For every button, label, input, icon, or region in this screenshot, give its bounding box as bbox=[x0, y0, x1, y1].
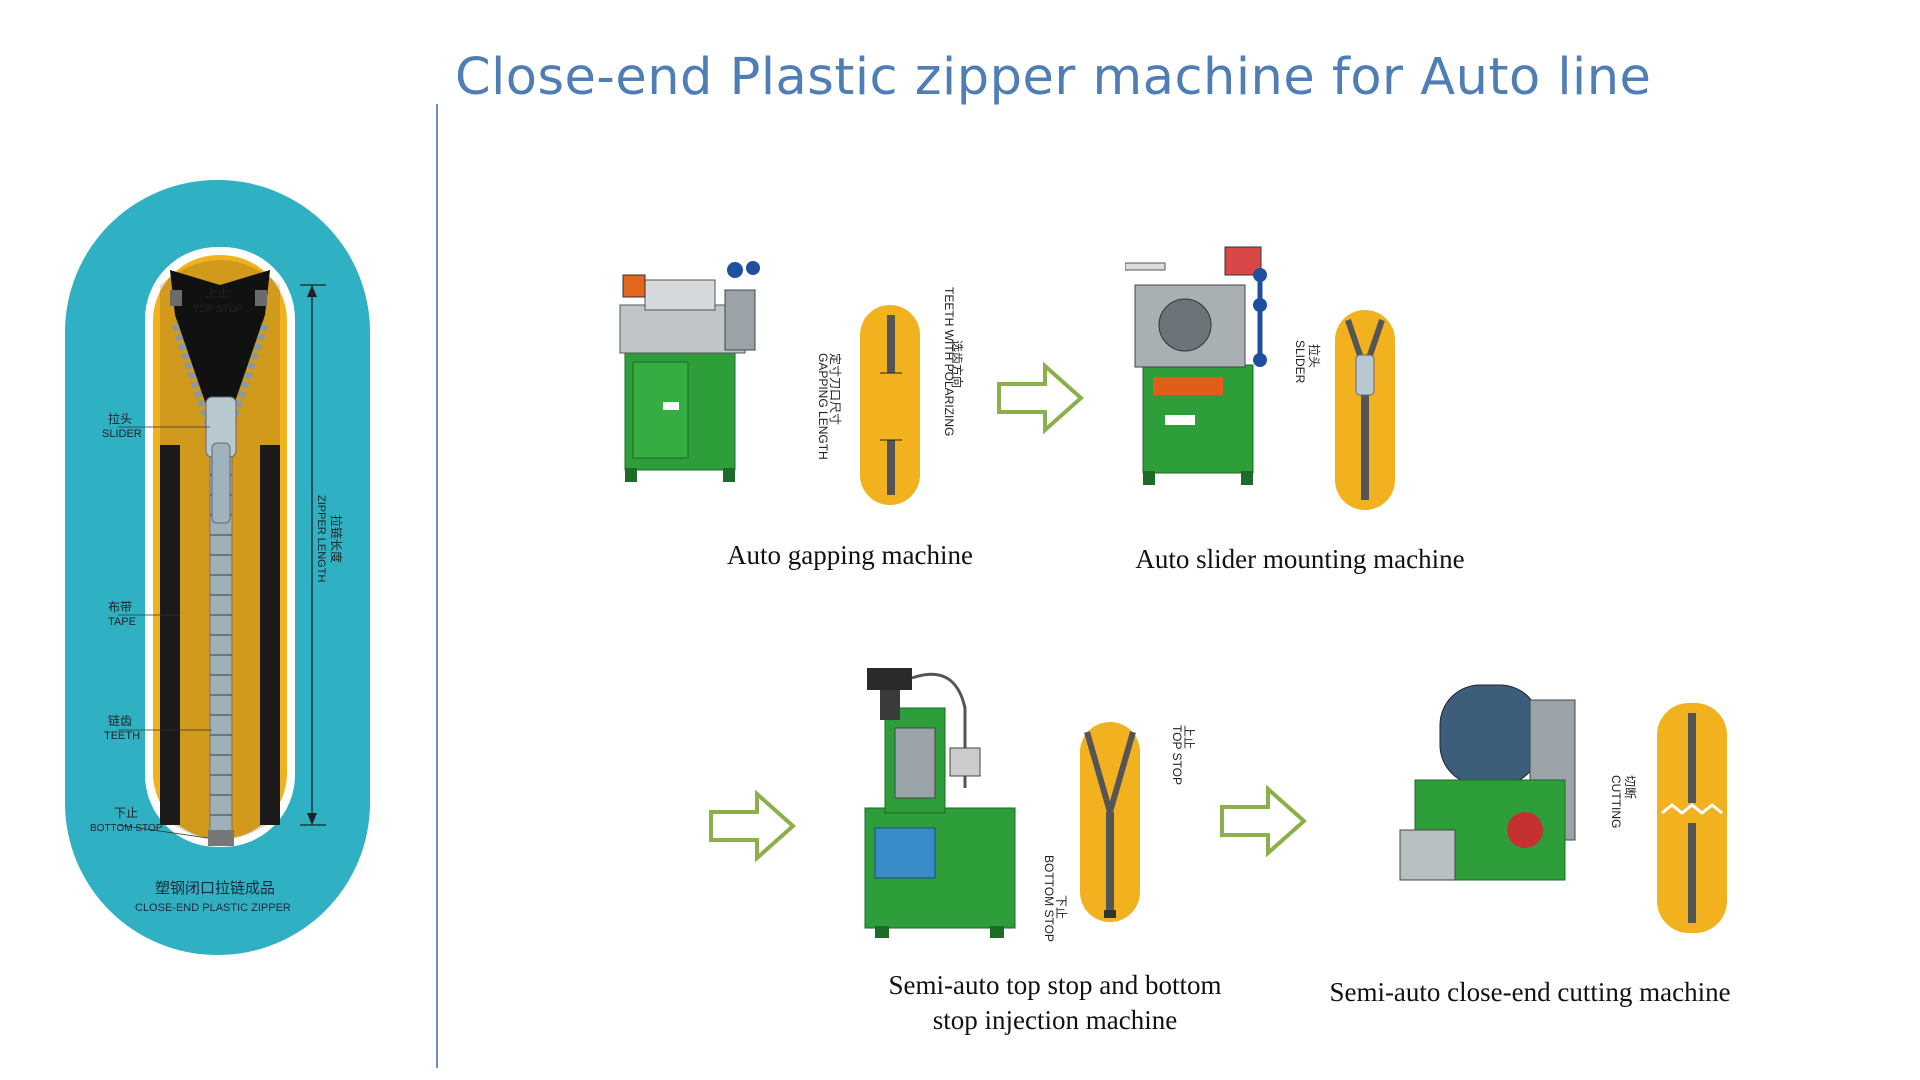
zipper-diagram: 上止 TOP STOP 拉头 SLIDER 布带 TAPE 链齿 TEETH 下… bbox=[65, 180, 370, 955]
arrow-right-icon bbox=[1220, 785, 1308, 857]
auto-gapping-machine-image bbox=[619, 261, 760, 482]
slider-en-label: SLIDER bbox=[102, 428, 142, 440]
teeth-en-label: TEETH bbox=[104, 730, 140, 742]
arrow-right-icon bbox=[709, 790, 797, 862]
stop-zipper-sample bbox=[1080, 722, 1140, 922]
tape-cn-label: 布带 bbox=[108, 600, 132, 614]
teeth-polarizing-cn-label: 选齿方向 bbox=[950, 340, 965, 388]
caption-injection-line2: stop injection machine bbox=[932, 1005, 1178, 1035]
bottom-stop-en-label-2: BOTTOM STOP bbox=[1042, 855, 1056, 942]
caption-injection-line1: Semi-auto top stop and bottom bbox=[888, 970, 1222, 1000]
slider-en-label-2: SLIDER bbox=[1293, 340, 1307, 384]
top-stop-cn-label: 上止 bbox=[205, 286, 229, 300]
top-stop-en-label-2: TOP STOP bbox=[1170, 725, 1184, 785]
slider-cn-label-2: 拉头 bbox=[1307, 344, 1322, 368]
zipper-length-cn-label: 拉链长度 bbox=[329, 515, 344, 563]
bottom-stop-cn-label-2: 下止 bbox=[1054, 895, 1068, 919]
arrow-right-icon bbox=[997, 362, 1085, 434]
bottom-stop-cn-label: 下止 bbox=[114, 806, 138, 820]
product-cn-label: 塑钢闭口拉链成品 bbox=[155, 880, 275, 897]
auto-slider-mounting-machine-image bbox=[1125, 246, 1267, 485]
caption-injection-machine: Semi-auto top stop and bottom stop injec… bbox=[870, 968, 1240, 1038]
slider-cn-label: 拉头 bbox=[108, 411, 132, 426]
caption-auto-slider-mounting: Auto slider mounting machine bbox=[1135, 544, 1465, 574]
stop-labels: 上止 TOP STOP 下止 BOTTOM STOP bbox=[1042, 725, 1195, 942]
slider-labels: 拉头 SLIDER bbox=[1293, 340, 1322, 384]
tape-en-label: TAPE bbox=[108, 616, 136, 628]
top-stop-cn-label-2: 上止 bbox=[1182, 725, 1195, 749]
cutting-cn-label: 切断 bbox=[1623, 775, 1638, 799]
product-en-label: CLOSE-END PLASTIC ZIPPER bbox=[135, 902, 291, 914]
gapping-zipper-sample bbox=[860, 305, 920, 505]
cutting-en-label: CUTTING bbox=[1609, 775, 1623, 828]
zipper-length-en-label: ZIPPER LENGTH bbox=[315, 495, 327, 582]
caption-auto-gapping: Auto gapping machine bbox=[727, 540, 973, 570]
gapping-labels: TEETH WITH POLARIZING 选齿方向 定寸刀口尺寸 GAPPIN… bbox=[816, 287, 965, 460]
vertical-divider bbox=[436, 104, 438, 1068]
injection-machine-image bbox=[864, 668, 1016, 938]
teeth-cn-label: 链齿 bbox=[108, 713, 132, 728]
caption-cutting-machine: Semi-auto close-end cutting machine bbox=[1329, 977, 1731, 1007]
gapping-length-en-label: GAPPING LENGTH bbox=[816, 353, 830, 460]
bottom-stop-en-label: BOTTOM STOP bbox=[90, 823, 163, 834]
gapping-length-cn-label: 定寸刀口尺寸 bbox=[828, 353, 843, 425]
slider-zipper-sample bbox=[1335, 310, 1395, 510]
cutting-machine-image bbox=[1399, 684, 1576, 881]
cutting-zipper-sample bbox=[1657, 703, 1727, 933]
teeth-polarizing-en-label: TEETH WITH POLARIZING bbox=[942, 287, 956, 436]
page-title: Close-end Plastic zipper machine for Aut… bbox=[455, 48, 1652, 107]
top-stop-en-label: TOP STOP bbox=[193, 304, 243, 315]
cutting-labels: 切断 CUTTING bbox=[1609, 775, 1638, 828]
